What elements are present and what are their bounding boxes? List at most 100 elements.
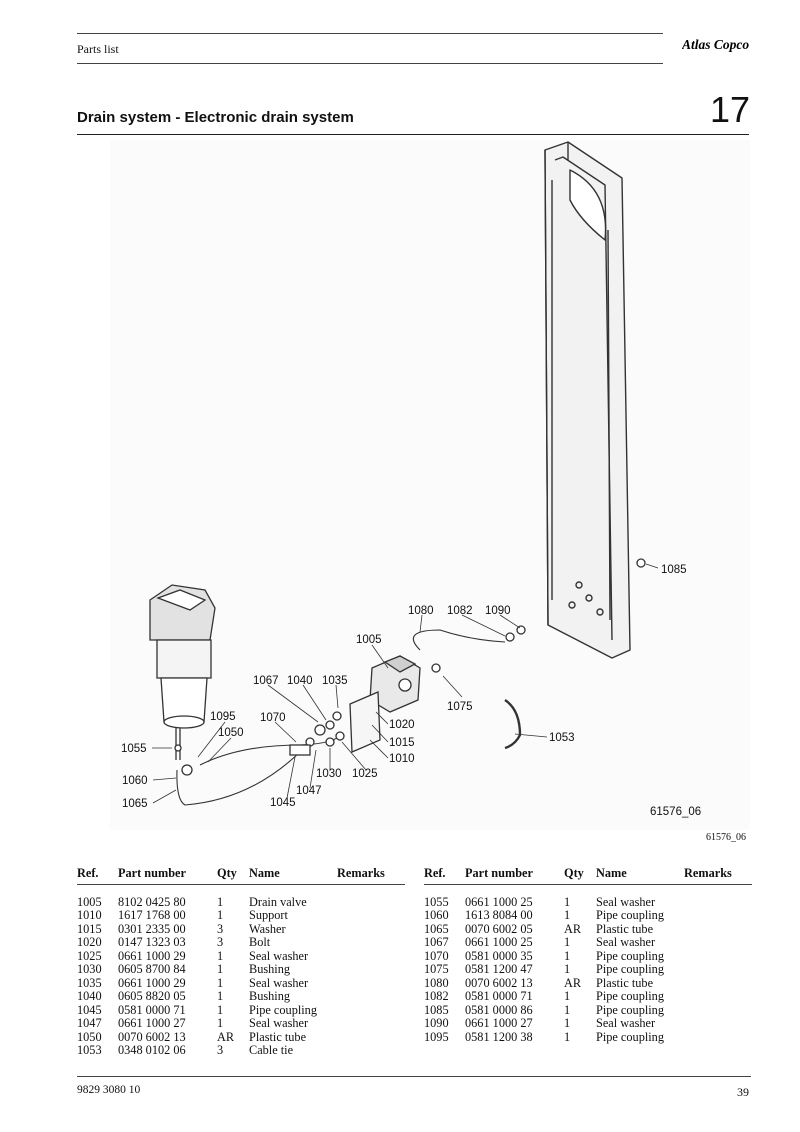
cell-part-number: 0661 1000 29 [118, 948, 186, 963]
cell-name: Plastic tube [596, 975, 654, 990]
cell-part-number: 0661 1000 25 [465, 894, 533, 909]
callout-1053: 1053 [549, 732, 575, 744]
callout-1010: 1010 [389, 753, 415, 765]
cell-ref: 1090 [424, 1016, 449, 1030]
cell-qty: 1 [217, 1016, 224, 1030]
logo-wordmark: Atlas Copco [682, 37, 749, 52]
cell-ref: 1035 [77, 975, 102, 990]
cell-qty: 3 [217, 1043, 224, 1057]
callout-1005: 1005 [356, 634, 382, 646]
cell-ref: 1047 [77, 1016, 102, 1030]
drawing-id: 61576_06 [650, 806, 701, 818]
callout-1075: 1075 [447, 701, 473, 713]
header-top-rule [77, 33, 663, 34]
cell-name: Pipe coupling [596, 1029, 664, 1044]
col-remarks: Remarks [337, 866, 405, 885]
cell-ref: 1060 [424, 908, 449, 922]
cell-qty: AR [564, 975, 582, 990]
cell-part-number: 0661 1000 27 [465, 1016, 533, 1030]
cell-remarks [337, 1017, 405, 1031]
cell-remarks [337, 950, 405, 964]
atlas-copco-logo: Atlas Copco [682, 37, 749, 52]
footer-rule [77, 1076, 751, 1077]
col-part-number: Part number [118, 866, 217, 885]
cell-name: Seal washer [596, 935, 656, 949]
cell-qty: 1 [217, 948, 224, 963]
cell-ref: 1040 [77, 989, 102, 1003]
cell-part-number: 0581 1200 47 [465, 962, 533, 976]
cell-remarks [337, 909, 405, 923]
cell-ref: 1075 [424, 962, 449, 976]
cell-name: Pipe coupling [249, 1002, 317, 1017]
cell-remarks [684, 950, 752, 964]
cell-ref: 1055 [424, 894, 449, 909]
cell-name: Drain valve [249, 894, 307, 909]
cell-ref: 1082 [424, 989, 449, 1003]
cell-qty: 1 [564, 894, 571, 909]
cell-qty: 1 [217, 1002, 224, 1017]
cell-remarks [684, 990, 752, 1004]
cell-qty: 1 [564, 962, 571, 976]
cell-name: Pipe coupling [596, 962, 664, 976]
chapter-number: 17 [710, 89, 751, 130]
table-row: 1075 0581 1200 47 1 Pipe coupling [424, 962, 752, 977]
cell-part-number: 0661 1000 25 [465, 935, 533, 949]
cell-part-number: 0581 0000 35 [465, 948, 533, 963]
cell-name: Seal washer [596, 1016, 656, 1030]
col-name: Name [249, 866, 337, 885]
cell-qty: AR [217, 1029, 235, 1044]
cell-qty: 1 [564, 935, 571, 949]
cell-name: Bushing [249, 962, 290, 976]
cell-qty: 1 [564, 1002, 571, 1017]
cell-remarks [337, 963, 405, 977]
callout-1060: 1060 [122, 775, 148, 787]
cell-part-number: 0605 8820 05 [118, 989, 186, 1003]
cell-qty: 1 [564, 908, 571, 922]
callout-1025: 1025 [352, 768, 378, 780]
cell-name: Seal washer [249, 1016, 309, 1030]
cell-qty: 1 [564, 1029, 571, 1044]
cell-qty: 3 [217, 935, 224, 949]
cell-remarks [684, 1017, 752, 1031]
cell-qty: 1 [564, 948, 571, 963]
table-header-row: Ref. Part number Qty Name Remarks [77, 866, 405, 885]
callout-1030: 1030 [316, 768, 342, 780]
cell-remarks [337, 1031, 405, 1045]
cell-ref: 1010 [77, 908, 102, 922]
cell-part-number: 0581 0000 86 [465, 1002, 533, 1017]
running-head: Parts list [77, 42, 119, 56]
cell-name: Pipe coupling [596, 1002, 664, 1017]
callout-1055: 1055 [121, 743, 147, 755]
cell-ref: 1030 [77, 962, 102, 976]
cell-name: Seal washer [249, 948, 309, 963]
callout-1082: 1082 [447, 605, 473, 617]
cell-ref: 1080 [424, 975, 449, 990]
callout-labels: 1005 1010 1015 1020 1025 1030 1035 1040 … [121, 564, 701, 818]
col-ref: Ref. [77, 866, 118, 885]
cell-name: Washer [249, 921, 286, 936]
callout-1035: 1035 [322, 675, 348, 687]
cell-remarks [684, 977, 752, 991]
cell-name: Pipe coupling [596, 948, 664, 963]
cell-part-number: 0301 2335 00 [118, 921, 186, 936]
title-rule [77, 134, 749, 135]
cell-remarks [684, 936, 752, 950]
cell-remarks [337, 1004, 405, 1018]
cell-remarks [337, 936, 405, 950]
cell-remarks [337, 923, 405, 937]
cell-ref: 1015 [77, 921, 102, 936]
section-title: Drain system - Electronic drain system [77, 109, 354, 126]
cell-name: Support [249, 908, 288, 922]
